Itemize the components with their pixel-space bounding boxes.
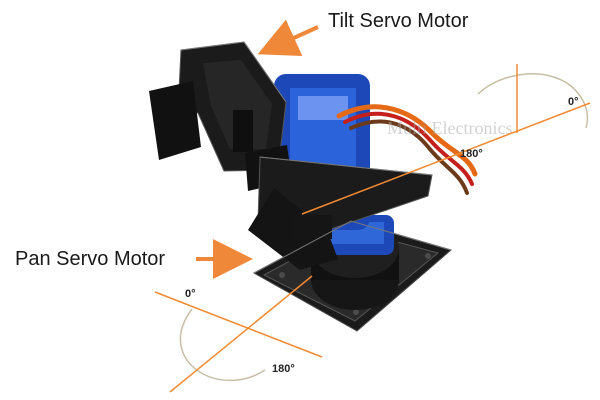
bracket-highlights xyxy=(180,41,452,274)
pan-angle-start-label: 0° xyxy=(185,288,196,300)
tilt-angle-start-label: 0° xyxy=(568,96,579,108)
tilt-label-arrow xyxy=(257,19,319,57)
servo-wires xyxy=(336,104,478,195)
watermark-text: Multi Electronics xyxy=(387,118,512,138)
pan-servo-label: Pan Servo Motor xyxy=(15,248,166,270)
pan-angle-end-label: 180° xyxy=(272,363,295,375)
pan-tilt-brackets xyxy=(149,41,433,270)
arrow-icon xyxy=(257,19,319,57)
pan-angle-diagram xyxy=(154,275,323,393)
tilt-servo-label: Tilt Servo Motor xyxy=(328,10,469,32)
tilt-angle-end-label: 180° xyxy=(460,148,483,160)
tilt-angle-diagram xyxy=(301,64,591,215)
